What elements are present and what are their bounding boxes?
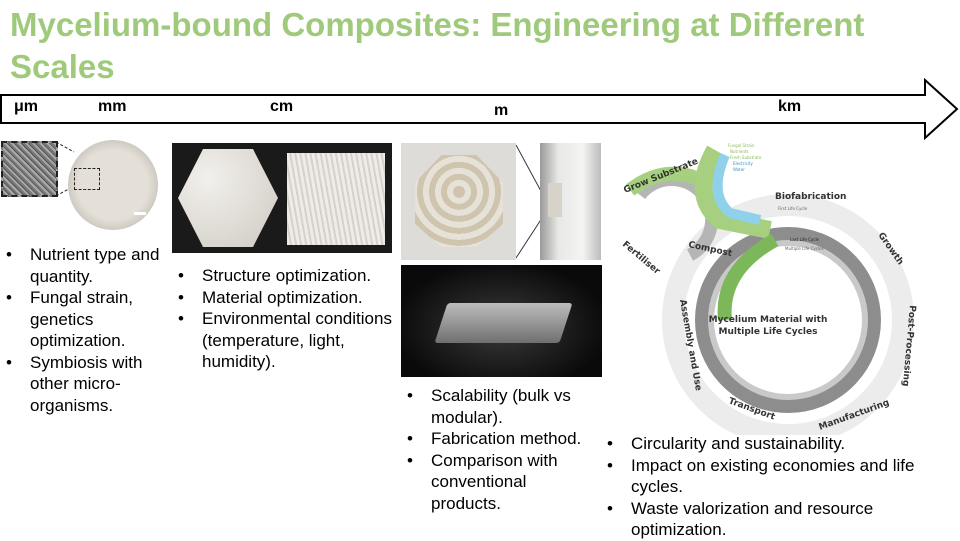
scale-label-um: μm [14,98,39,115]
hexagon-tiles-image [401,143,516,260]
diagram-center-line2: Multiple Life Cycles [719,327,818,337]
bullet: Symbiosis with other micro-organisms. [4,352,174,417]
stage-fertiliser: Fertiliser [620,240,662,277]
bullet: Impact on existing economies and life cy… [605,455,925,498]
input-fungal-strain: Fungal Strain [728,143,755,148]
bullet: Nutrient type and quantity. [4,244,174,287]
inner-ring-dark [695,227,881,413]
bullets-micro-scale: Nutrient type and quantity. Fungal strai… [4,244,174,416]
bullet: Comparison with conventional products. [405,450,600,515]
bullet: Fabrication method. [405,428,600,450]
large-mycelium-slab-image [401,265,602,377]
scale-label-mm: mm [98,98,127,115]
micrograph-image [1,141,58,197]
ring-label-first: First Life Cycle [778,206,808,211]
bullet: Waste valorization and resource optimiza… [605,498,925,541]
bullet: Material optimization. [176,287,396,309]
bullets-km-scale: Circularity and sustainability. Impact o… [605,433,925,541]
petri-dish-image [68,140,158,230]
bullets-m-scale: Scalability (bulk vs modular). Fabricati… [405,385,600,514]
stage-biofabrication: Biofabrication [775,192,846,202]
ring-label-multiple: Multiple Life Cycles [785,246,824,251]
scale-label-cm: cm [270,98,294,115]
bullet: Circularity and sustainability. [605,433,925,455]
inner-ring-light [708,240,868,400]
scale-label-m: m [494,102,509,119]
outer-ring [662,194,914,435]
input-water: Water [733,167,745,172]
slide-title: Mycelium-bound Composites: Engineering a… [10,6,865,85]
scale-arrow [0,78,959,141]
bullet: Structure optimization. [176,265,396,287]
input-electricity: Electricity [733,161,754,166]
bullets-cm-scale: Structure optimization. Material optimiz… [176,265,396,373]
bullet: Scalability (bulk vs modular). [405,385,600,428]
zoom-lines [516,144,542,259]
ring-label-last: Last Life Cycle [790,237,820,242]
input-nutrients: Nutrients [730,149,749,154]
life-cycle-diagram: Mycelium Material with Multiple Life Cyc… [620,143,917,435]
input-fresh-substrate: Fresh Substrate [730,155,762,160]
diagram-center-line1: Mycelium Material with [709,315,828,325]
scale-label-km: km [778,98,802,115]
wall-installation-image [540,143,601,260]
bullet: Environmental conditions (temperature, l… [176,308,396,373]
mycelium-blocks-image [172,143,392,253]
bullet: Fungal strain, genetics optimization. [4,287,174,352]
